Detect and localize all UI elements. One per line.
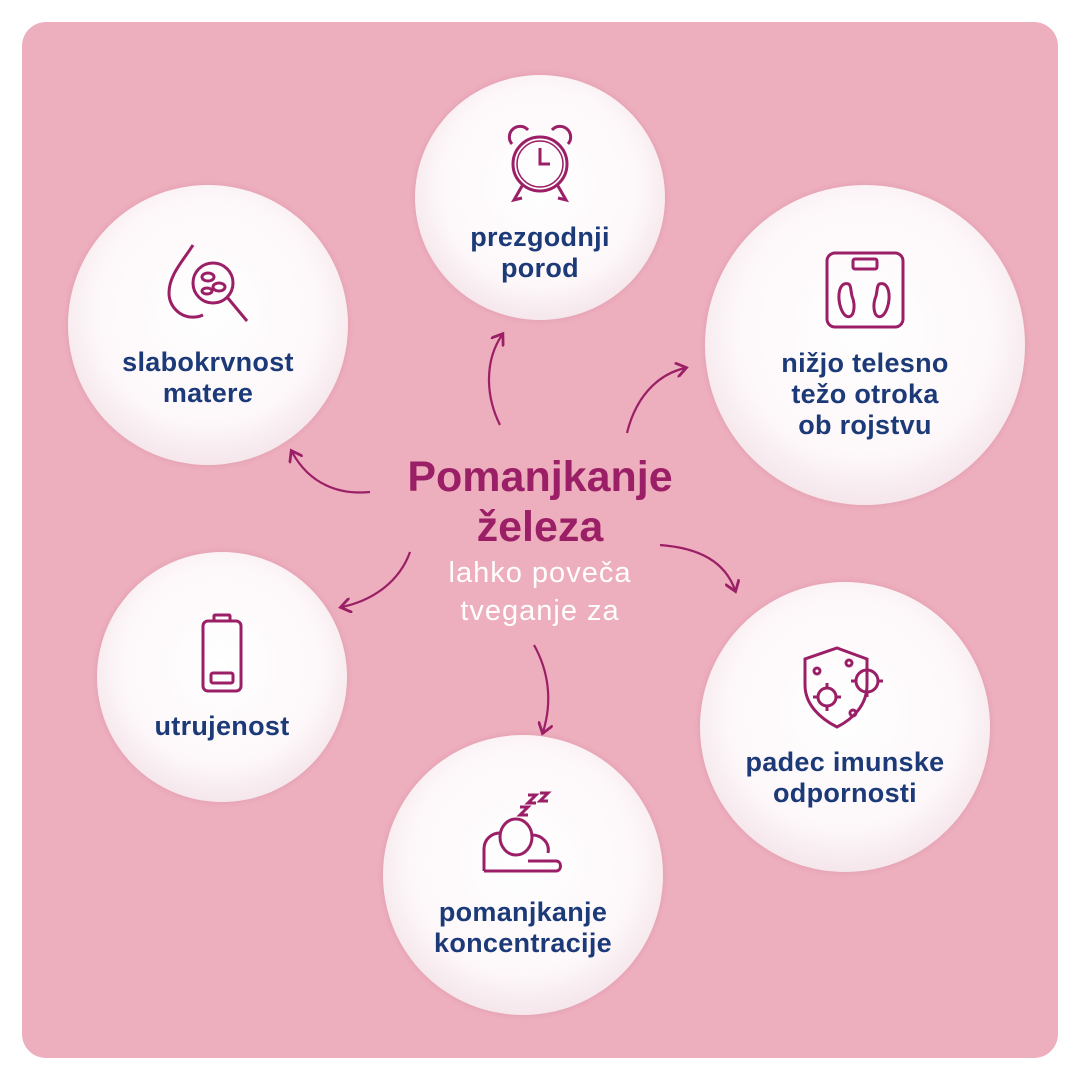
arrow-to-slabokrvnost — [292, 452, 371, 494]
arrow-to-utrujenost — [342, 551, 412, 607]
risk-premature-birth: prezgodnji porod — [415, 75, 665, 320]
risk-label: pomanjkanje koncentracije — [434, 897, 612, 958]
sleeping-head-icon — [482, 791, 562, 873]
blood-cells-magnifier-icon — [167, 244, 249, 322]
scale-feet-icon — [825, 251, 905, 328]
central-subtitle-line2: tveganje za — [460, 595, 620, 627]
arrow-to-prezgodnji — [487, 335, 502, 426]
arrow-to-padec — [659, 543, 735, 590]
alarm-clock-icon — [507, 124, 573, 202]
risk-reduced-immunity: padec imunske odpornosti — [700, 582, 990, 872]
shield-virus-icon — [803, 646, 883, 729]
risk-label: slabokrvnost matere — [122, 347, 294, 408]
risk-label: utrujenost — [154, 710, 290, 741]
low-battery-icon — [201, 613, 243, 692]
central-message: Pomanjkanje železa lahko poveča tveganje… — [360, 452, 720, 628]
central-title-line1: Pomanjkanje — [407, 453, 673, 501]
risk-label: nižjo telesno težo otroka ob rojstvu — [781, 347, 949, 440]
risk-label: padec imunske odpornosti — [745, 747, 945, 808]
risk-maternal-anemia: slabokrvnost matere — [68, 185, 348, 465]
risk-lack-of-concentration: pomanjkanje koncentracije — [383, 735, 663, 1015]
central-subtitle-line1: lahko poveča — [448, 557, 632, 589]
central-title-line2: železa — [476, 503, 604, 551]
risk-low-birth-weight: nižjo telesno težo otroka ob rojstvu — [705, 185, 1025, 505]
risk-label: prezgodnji porod — [470, 221, 610, 283]
arrow-to-nizjo — [625, 368, 685, 434]
risk-fatigue: utrujenost — [97, 552, 347, 802]
arrow-to-pomanjkanje — [533, 644, 548, 732]
